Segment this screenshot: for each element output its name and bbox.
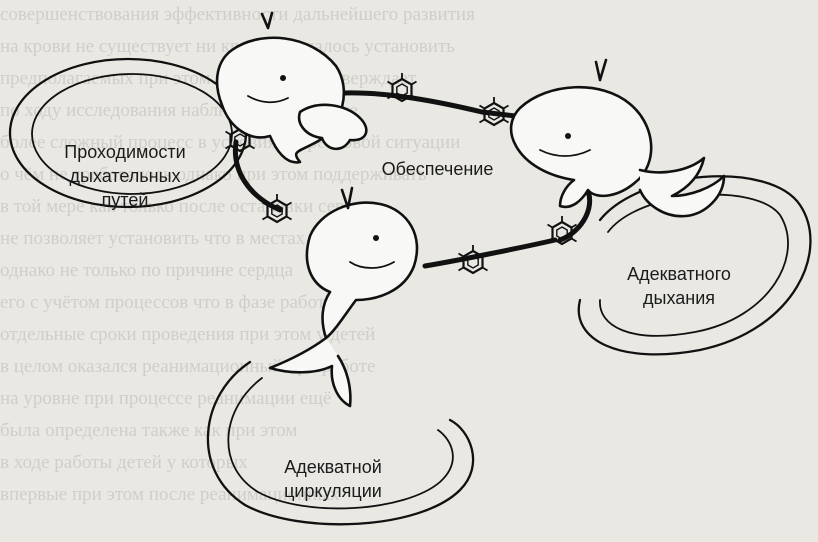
circulation-label-line1: Адекватной bbox=[258, 455, 408, 479]
airway-label-line2: дыхательных bbox=[40, 164, 210, 188]
node-breathing: Адекватного дыхания bbox=[604, 262, 754, 310]
breathing-label-line1: Адекватного bbox=[604, 262, 754, 286]
whale-right-icon bbox=[511, 60, 724, 216]
airway-label-line1: Проходимости bbox=[40, 140, 210, 164]
breathing-label-line2: дыхания bbox=[604, 286, 754, 310]
node-circulation: Адекватной циркуляции bbox=[258, 455, 408, 503]
center-label: Обеспечение bbox=[360, 157, 515, 181]
node-airway: Проходимости дыхательных путей bbox=[40, 140, 210, 212]
molecule-icon bbox=[388, 73, 417, 101]
circulation-label-line2: циркуляции bbox=[258, 479, 408, 503]
whale-bottom-icon bbox=[270, 188, 417, 406]
whale-top-icon bbox=[217, 13, 366, 162]
airway-label-line3: путей bbox=[40, 188, 210, 212]
molecule-icon bbox=[548, 216, 577, 244]
connector-bottom bbox=[425, 240, 555, 266]
